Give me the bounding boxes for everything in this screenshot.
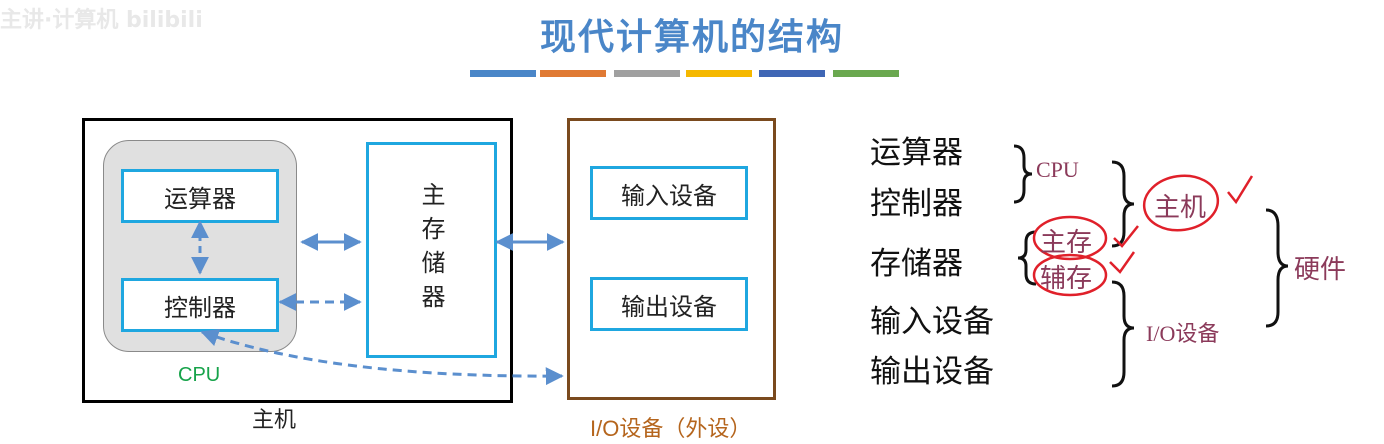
classification-item-input: 输入设备 [870,304,994,340]
host-check-mark [1227,175,1254,205]
host-circle [1142,174,1220,232]
host-label: 主机 [252,408,297,433]
io-brace [1111,280,1135,388]
main-memory-label: 主存 [1040,228,1093,257]
hardware-brace [1265,208,1289,328]
color-bar-2 [540,70,606,77]
classification-item-cu: 控制器 [870,186,963,222]
io-box [567,118,776,400]
color-bar-6 [833,70,899,77]
main-memory-circle [1032,215,1108,261]
classification-item-output: 输出设备 [870,354,994,390]
classification-item-alu: 运算器 [870,135,963,171]
cu-io-arrow [200,329,564,386]
alu-label: 运算器 [164,184,236,213]
color-bar-1 [470,70,536,77]
io-group-label: I/O设备 [1146,321,1220,346]
aux-memory-label: 辅存 [1040,264,1093,293]
color-bar-5 [759,70,825,77]
cpu-group-label: CPU [1036,157,1079,182]
page-title: 现代计算机的结构 [539,17,844,58]
hardware-group-label: 硬件 [1294,255,1347,284]
watermark: 主讲·计算机 bilibili [0,8,203,33]
host-group-label: 主机 [1154,193,1207,222]
cu-label: 控制器 [164,293,236,322]
io-device-label: I/O设备（外设） [590,416,752,441]
aux-memory-check-mark [1109,251,1136,274]
aux-memory-circle [1032,253,1108,297]
color-bar-3 [614,70,680,77]
output-device-label: 输出设备 [621,292,717,321]
input-device-label: 输入设备 [621,181,717,210]
memory-label: 主存储器 [417,182,445,318]
output-device-box: 输出设备 [590,277,748,331]
host-box [82,118,513,403]
cpu-brace [1013,144,1033,204]
cu-box: 控制器 [121,278,279,332]
storage-brace [1017,230,1037,286]
main-memory-check-mark [1113,225,1139,248]
host-brace [1111,160,1135,248]
input-device-box: 输入设备 [590,166,748,220]
color-bar-4 [686,70,752,77]
classification-item-storage: 存储器 [870,246,963,282]
memory-box: 主存储器 [366,142,497,358]
